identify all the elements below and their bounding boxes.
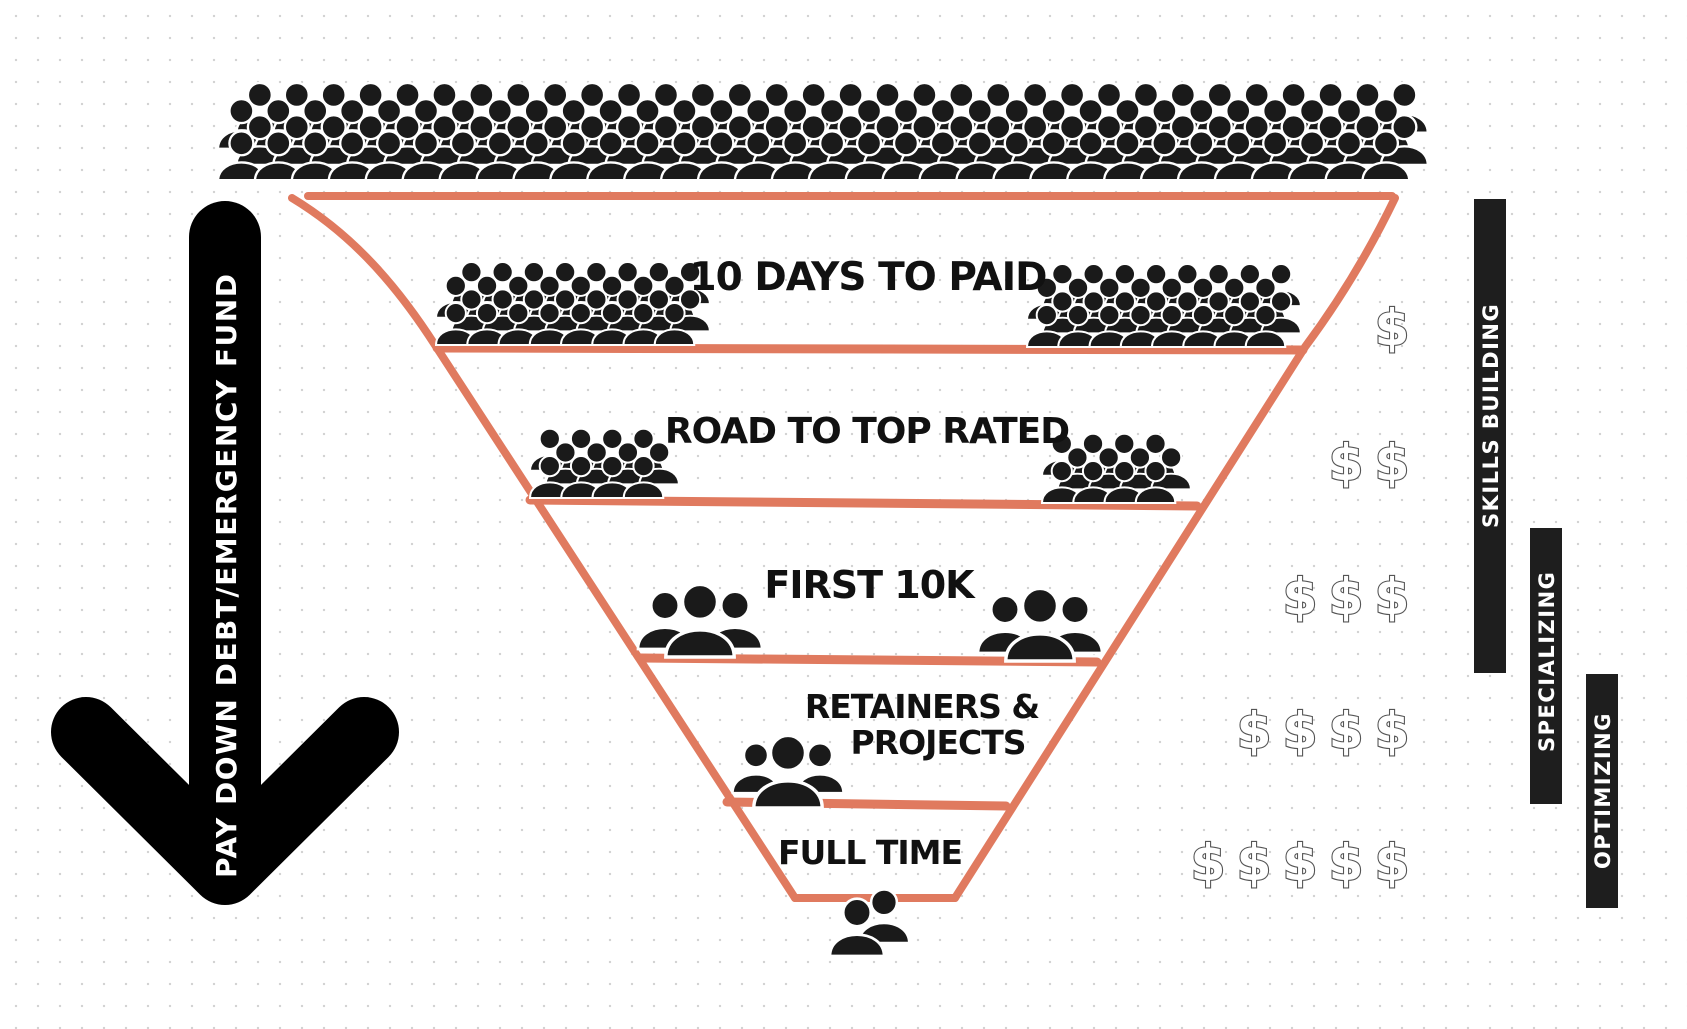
phase-label-specializing: SPECIALIZING	[1535, 571, 1559, 752]
person-icon	[1057, 303, 1099, 348]
person-icon	[1182, 303, 1224, 348]
person-icon	[653, 301, 696, 346]
person-icon	[697, 130, 746, 179]
person-icon	[254, 130, 303, 179]
person-icon	[438, 130, 488, 179]
dollar-icon: $	[1329, 568, 1364, 626]
phase-bar-skills-building	[1474, 199, 1506, 673]
dollar-icon: $	[1375, 434, 1410, 492]
top-crowd	[216, 81, 1429, 179]
dollar-icon: $	[1283, 702, 1318, 760]
person-icon	[622, 454, 665, 499]
dollar-icon: $	[1283, 834, 1318, 892]
person-icon	[752, 733, 824, 810]
tier-label-retainers-line-2: PROJECTS	[851, 723, 1026, 762]
tier-label-road-to-top-rated: ROAD TO TOP RATED	[665, 411, 1069, 452]
person-icon	[1250, 130, 1300, 179]
person-icon	[1066, 130, 1115, 179]
tier-divider	[525, 495, 1202, 511]
person-icon	[1214, 130, 1263, 179]
person-icon	[1134, 459, 1177, 504]
tier-label-10-days-to-paid: 10 DAYS TO PAID	[690, 255, 1047, 300]
person-icon	[623, 130, 672, 179]
person-icon	[622, 301, 665, 346]
person-icon	[591, 454, 634, 499]
person-icon	[591, 301, 633, 346]
dollar-icon: $	[1375, 834, 1410, 892]
person-icon	[992, 130, 1041, 179]
phase-label-optimizing: OPTIMIZING	[1591, 712, 1615, 869]
dollar-icon: $	[1329, 434, 1364, 492]
person-icon	[1088, 303, 1131, 348]
person-icon	[955, 130, 1005, 179]
dollar-icon: $	[1375, 702, 1410, 760]
person-icon	[828, 897, 886, 958]
person-icon	[1103, 459, 1146, 504]
dollar-icon: $	[1283, 568, 1318, 626]
person-icon	[217, 130, 266, 179]
person-icon	[512, 130, 561, 179]
person-icon	[1004, 586, 1076, 663]
person-icon	[1150, 303, 1193, 348]
person-icon	[1213, 303, 1256, 348]
person-icon	[660, 130, 709, 179]
tier-label-retainers-line-1: RETAINERS &	[805, 687, 1040, 726]
person-icon	[327, 130, 377, 179]
phase-bar-optimizing	[1586, 674, 1618, 908]
dollar-icon: $	[1191, 834, 1226, 892]
person-icon	[586, 130, 635, 179]
dollar-rows: $$$$$$$$$$$$$$$	[1190, 298, 1411, 893]
person-icon	[770, 130, 820, 179]
dollar-icon: $	[1237, 702, 1272, 760]
person-icon	[844, 130, 894, 179]
dollar-icon: $	[1237, 834, 1272, 892]
person-icon	[1177, 130, 1226, 179]
funnel-right-side	[951, 194, 1399, 902]
person-icon	[1324, 130, 1374, 179]
person-icon	[1072, 459, 1114, 504]
phase-label-skills-building: SKILLS BUILDING	[1479, 303, 1503, 528]
tier-divider	[432, 343, 1308, 355]
person-icon	[291, 130, 340, 179]
person-icon	[1287, 130, 1337, 179]
tier-labels: 10 DAYS TO PAID ROAD TO TOP RATED FIRST …	[665, 255, 1070, 872]
person-icon	[1026, 303, 1068, 348]
person-icon	[807, 130, 857, 179]
dollar-icon: $	[1329, 702, 1364, 760]
person-icon	[549, 130, 598, 179]
person-icon	[529, 454, 571, 499]
person-icon	[1244, 303, 1287, 348]
phase-bar-specializing	[1530, 528, 1562, 804]
tier-crowds	[435, 261, 1302, 958]
person-icon	[881, 130, 931, 179]
person-icon	[1361, 130, 1411, 179]
person-icon	[475, 130, 525, 179]
person-icon	[918, 130, 968, 179]
person-icon	[559, 301, 602, 346]
arrow-label: PAY DOWN DEBT/EMERGENCY FUND	[210, 273, 243, 878]
funnel-left-side	[288, 194, 799, 902]
tier-label-first-10k: FIRST 10K	[764, 563, 976, 607]
person-icon	[364, 130, 414, 179]
down-arrow	[51, 201, 399, 905]
person-icon	[1103, 130, 1152, 179]
dollar-icon: $	[1375, 568, 1410, 626]
phase-bars: SKILLS BUILDING SPECIALIZING OPTIMIZING	[1474, 199, 1618, 908]
person-icon	[734, 130, 783, 179]
dollar-icon: $	[1329, 834, 1364, 892]
arrow-head	[51, 697, 399, 905]
person-icon	[1029, 130, 1078, 179]
tier-label-full-time: FULL TIME	[778, 833, 962, 872]
person-icon	[664, 582, 736, 659]
person-icon	[1140, 130, 1189, 179]
dollar-icon: $	[1375, 299, 1410, 357]
person-icon	[401, 130, 451, 179]
